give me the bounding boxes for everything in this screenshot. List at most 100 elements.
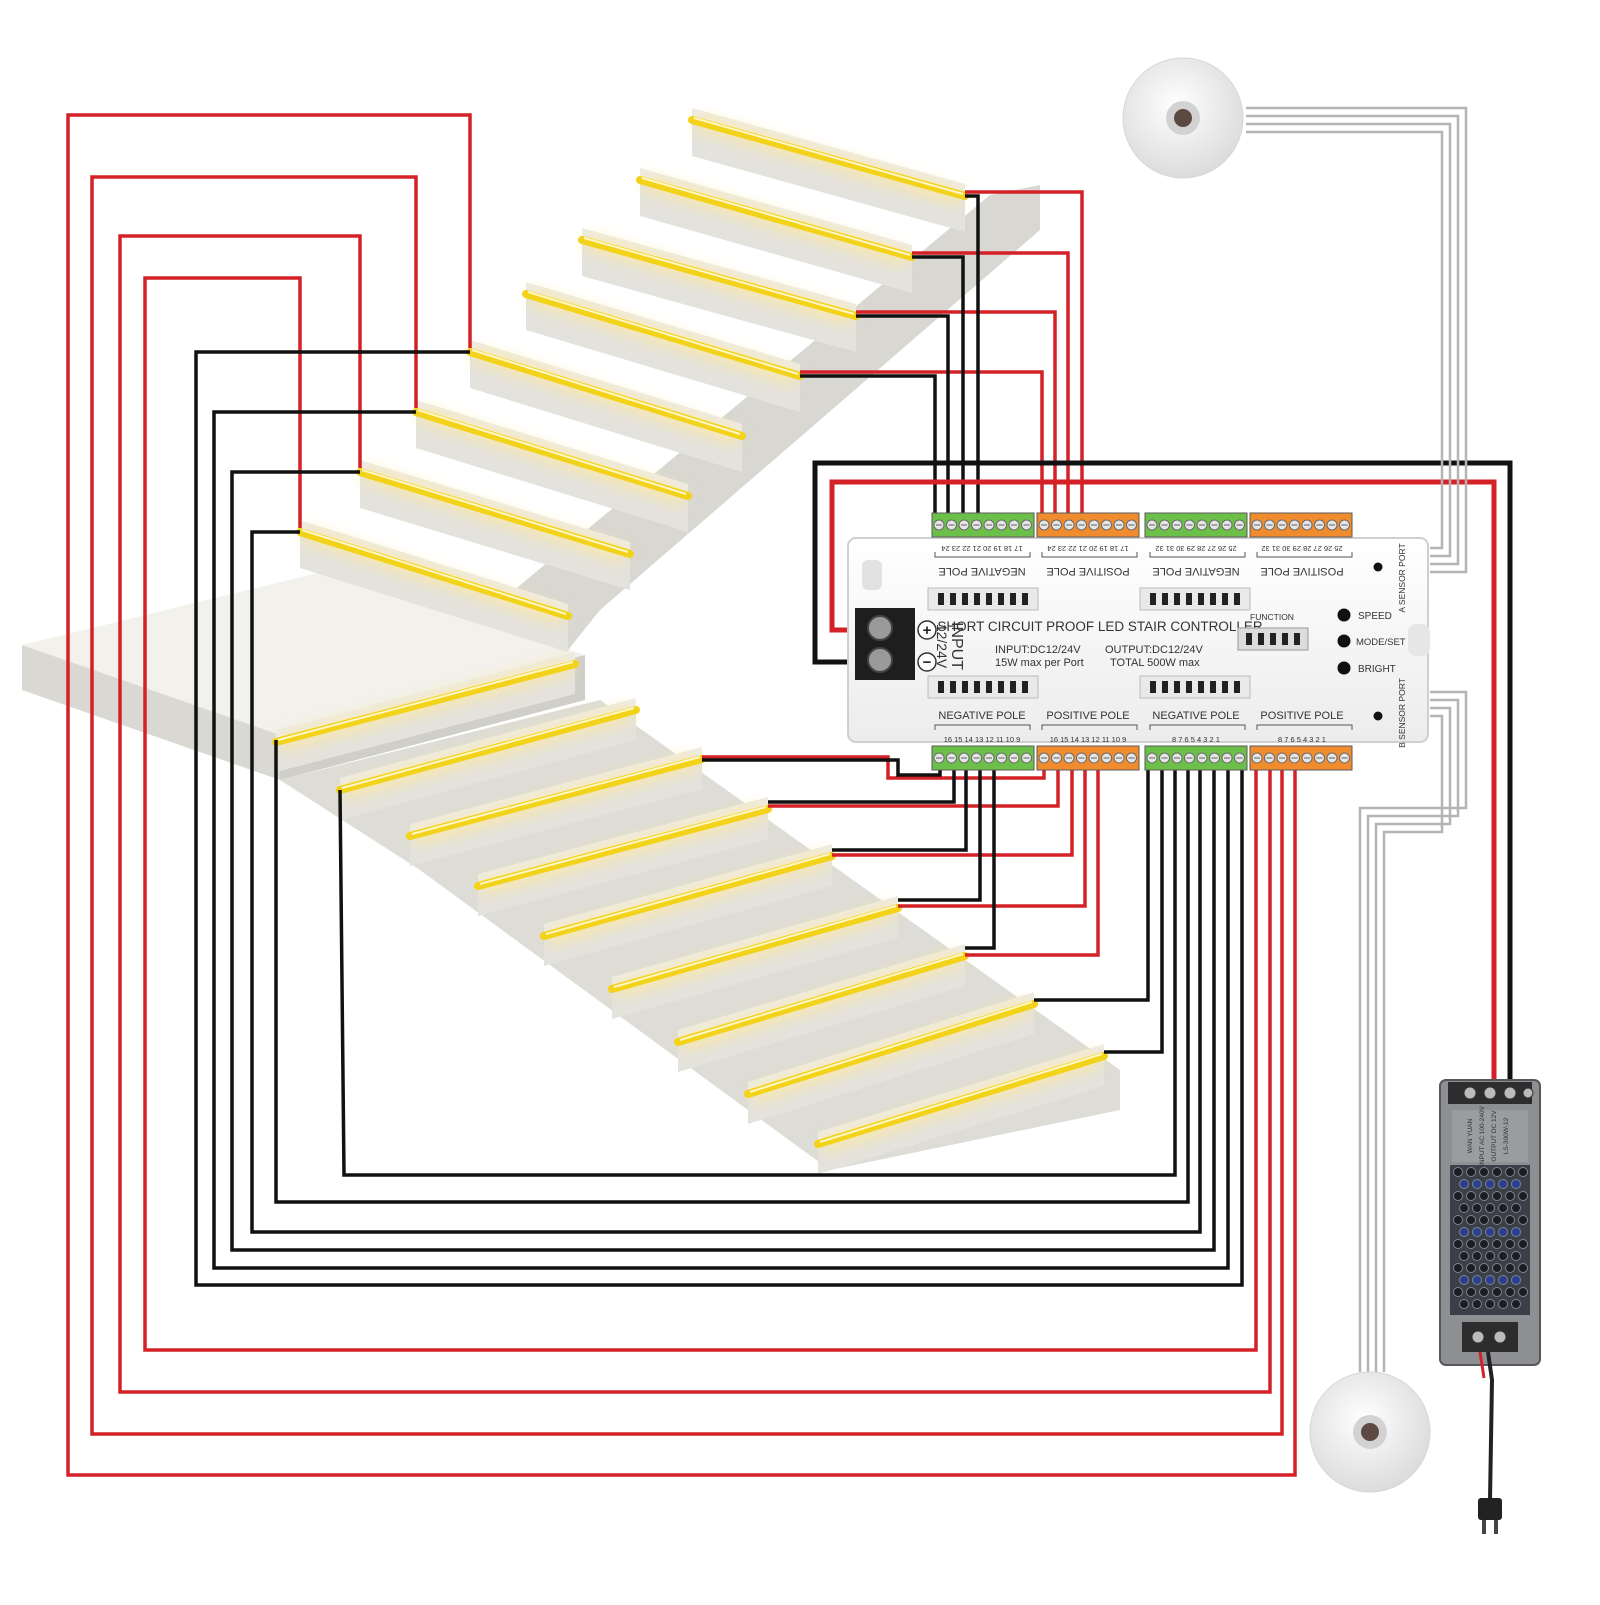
chip-top-left (927, 587, 1039, 611)
wire-sensor-a-4 (1246, 130, 1444, 550)
psu-vent-hole (1498, 1251, 1508, 1261)
upper-step-1-led-strip (688, 116, 969, 200)
lower-step-5-tread (544, 844, 832, 932)
stair-controller: NEGATIVE POLE POSITIVE POLE NEGATIVE POL… (847, 512, 1430, 771)
psu-vent-hole (1492, 1191, 1502, 1201)
lower-step-6-led-strip (608, 904, 902, 993)
terminal-blocks (931, 512, 1353, 771)
psu-vent-hole (1498, 1227, 1508, 1237)
upper-step-5-tread (470, 340, 742, 432)
lower-step-4-tread (478, 797, 768, 882)
psu-vent-hole (1505, 1287, 1515, 1297)
function-label: FUNCTION (1250, 612, 1294, 622)
sensor-b (1309, 1371, 1431, 1493)
lower-step-3-tread (410, 747, 702, 832)
upper-step-4-led-strip (522, 290, 804, 380)
psu-vent-hole (1466, 1239, 1476, 1249)
upper-step-6-tread (416, 400, 688, 492)
psu-screw-2 (1483, 1086, 1497, 1100)
wire-upper-1-positive (965, 190, 1084, 520)
top-port-numbers-pos-a: 17 18 19 20 21 22 23 24 (1047, 544, 1128, 553)
chip-bottom-right (1139, 675, 1251, 699)
psu-vent-hole (1505, 1191, 1515, 1201)
psu-vent-hole (1518, 1167, 1528, 1177)
psu-vent-hole (1492, 1263, 1502, 1273)
input-screw-positive (867, 615, 893, 641)
psu-ac-screw-2 (1493, 1330, 1507, 1344)
psu-vent-hole (1511, 1203, 1521, 1213)
psu-screw-3 (1503, 1086, 1517, 1100)
chip-bottom-left-pin (938, 681, 944, 693)
upper-step-3-led-highlight (583, 237, 855, 315)
speed-button-label: SPEED (1358, 611, 1392, 622)
upper-steps (296, 108, 969, 652)
top-negative-pole-label-a: NEGATIVE POLE (938, 565, 1025, 577)
input-plus-symbol: + (923, 622, 932, 639)
upper-step-7-led-strip (356, 468, 634, 558)
mode-set-button[interactable] (1337, 634, 1351, 648)
psu-vent-hole (1459, 1275, 1469, 1285)
psu-vent-hole (1466, 1263, 1476, 1273)
lower-step-8-led-highlight (749, 1001, 1033, 1093)
psu-vent-hole (1472, 1203, 1482, 1213)
wire-lower-1-negative (274, 740, 1190, 1204)
sensor-b-port-label: B SENSOR PORT (1397, 678, 1407, 748)
speed-button[interactable] (1337, 608, 1351, 622)
psu-vent-hole (1466, 1191, 1476, 1201)
driver-chips (927, 587, 1251, 699)
wire-sensor-b-3 (1374, 706, 1452, 1372)
upper-step-5-led-highlight (471, 349, 741, 435)
lower-step-7-led-strip (674, 952, 969, 1046)
chip-top-left-pin (998, 593, 1004, 605)
upper-step-7-tread (360, 460, 630, 550)
input-spec: INPUT:DC12/24V (995, 644, 1081, 656)
lower-step-2-tread (340, 698, 636, 786)
psu-label-area (1452, 1110, 1528, 1162)
bracket (934, 552, 1031, 558)
lower-step-5-led-highlight (545, 853, 831, 935)
psu-vent-grid (1453, 1167, 1528, 1309)
label-brackets (934, 552, 1353, 730)
dip-lever (1282, 633, 1288, 645)
input-screw-negative (867, 647, 893, 673)
upper-step-5-led-strip (466, 348, 746, 440)
dip-lever (1294, 633, 1300, 645)
chip-top-right-pin (1174, 593, 1180, 605)
port-spec: 15W max per Port (995, 657, 1084, 669)
wire-upper-4-negative (800, 374, 937, 520)
power-supply: WAN YUAN INPUT AC 100-240V OUTPUT DC 12V… (1439, 1079, 1541, 1534)
psu-vent-hole (1511, 1275, 1521, 1285)
wire-lower-9-negative (1104, 770, 1164, 1054)
psu-vent-hole (1453, 1215, 1463, 1225)
bracket (1256, 724, 1353, 730)
lower-step-8-led-strip (744, 1000, 1038, 1098)
chip-top-left-pin (950, 593, 956, 605)
wire-power-positive (829, 479, 1497, 1085)
wire-sensor-b-4 (1382, 714, 1444, 1372)
bracket (1041, 724, 1138, 730)
psu-vent-hole (1485, 1203, 1495, 1213)
wire-sensor-a-3 (1246, 122, 1452, 558)
psu-vent-hole (1485, 1251, 1495, 1261)
wire-upper-3-negative (856, 314, 950, 520)
psu-vent-hole (1479, 1239, 1489, 1249)
psu-screw-1 (1463, 1086, 1477, 1100)
wire-upper-4-positive (800, 370, 1044, 520)
lower-step-2-led-strip (336, 706, 640, 794)
wire-upper-1-negative (965, 194, 980, 520)
bright-button[interactable] (1337, 661, 1351, 675)
psu-vent-hole (1498, 1275, 1508, 1285)
psu-vent-hole (1511, 1179, 1521, 1189)
sensor-b-port-indicator (1373, 711, 1383, 721)
input-plus-marker (917, 620, 937, 640)
wire-lower-3-positive (702, 755, 1046, 780)
lower-step-5-led-strip (540, 852, 836, 940)
top-positive-pole-label-a: POSITIVE POLE (1046, 565, 1129, 577)
lower-step-4-led-highlight (479, 806, 767, 885)
wire-upper-8-positive (143, 276, 1258, 1352)
top-negative-pole-label-b: NEGATIVE POLE (1152, 565, 1239, 577)
psu-vent-hole (1459, 1203, 1469, 1213)
chip-bottom-left-pin (1010, 681, 1016, 693)
chip-bottom-right-pin (1162, 681, 1168, 693)
wire-sensor-b-1 (1358, 690, 1468, 1372)
